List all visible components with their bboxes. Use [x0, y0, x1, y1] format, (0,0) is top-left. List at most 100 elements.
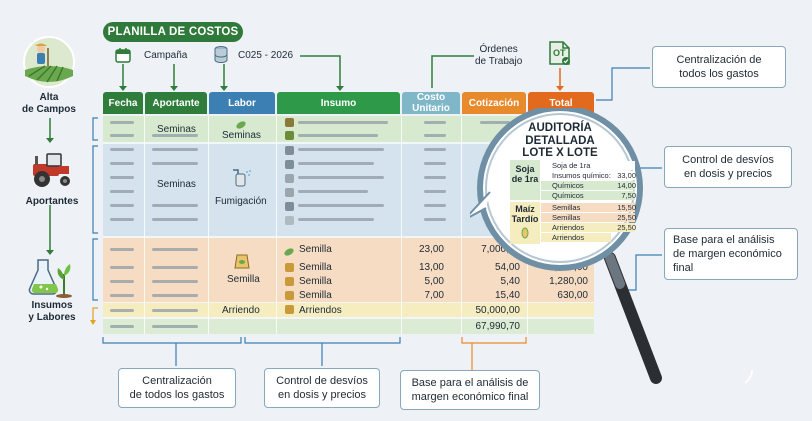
step-insumos-labores: Insumos y Labores	[28, 300, 76, 323]
placeholder-line	[298, 121, 388, 124]
placeholder-line	[110, 280, 134, 283]
audit-line	[541, 191, 635, 200]
placeholder-line	[424, 148, 446, 151]
placeholder-line	[298, 204, 384, 207]
ordenes-label: Órdenes de Trabajo	[475, 44, 523, 67]
row-arriendo	[103, 303, 594, 317]
semilla-insumo: Semilla	[299, 244, 332, 255]
audit-line-label: Arriendos	[552, 233, 585, 242]
placeholder-line	[110, 294, 134, 297]
audit-line	[541, 223, 635, 232]
building-icon	[285, 305, 294, 314]
placeholder-line	[424, 190, 446, 193]
placeholder-line	[152, 204, 198, 207]
audit-lot-soja	[510, 160, 540, 200]
placeholder-line	[110, 121, 134, 124]
placeholder-line	[152, 309, 198, 312]
step-aportantes: Aportantes	[25, 196, 79, 207]
placeholder-line	[110, 162, 134, 165]
header-insumo: Insumo	[277, 92, 400, 114]
audit-line	[541, 161, 635, 170]
audit-title: AUDITORÍA DETALLADA LOTE X LOTE	[522, 122, 598, 159]
placeholder-line	[424, 204, 446, 207]
semilla-insumo: Semilla	[299, 290, 332, 301]
placeholder-line	[152, 162, 198, 165]
jug-icon	[285, 202, 294, 211]
placeholder-line	[152, 280, 198, 283]
placeholder-line	[298, 176, 384, 179]
seed-bag-icon	[285, 277, 294, 286]
farmer-field-icon	[23, 36, 75, 88]
fumigacion-labor: Fumigación	[215, 196, 267, 207]
semilla-cotizacion: 54,00	[494, 262, 520, 273]
semilla-costo: 23,00	[418, 244, 444, 255]
calendar-icon	[115, 47, 131, 63]
seed-bag-icon	[285, 263, 294, 272]
bottle-icon	[285, 131, 294, 140]
tractor-icon	[29, 150, 73, 188]
col-sep	[144, 116, 145, 334]
semilla-total: 630,00	[557, 290, 588, 301]
database-icon	[214, 46, 228, 64]
placeholder-line	[480, 121, 510, 124]
col-sep	[208, 116, 209, 334]
audit-line-label: Semillas	[552, 213, 581, 222]
col-sep	[401, 116, 402, 334]
seed-bag-icon	[235, 117, 247, 135]
callout-centralizacion-right: Centralización de todos los gastos	[652, 46, 786, 88]
arriendo-cotizacion: 50,000,00	[475, 305, 521, 316]
seed-bag-icon	[233, 252, 251, 275]
bottle-icon	[285, 118, 294, 127]
placeholder-line	[152, 218, 198, 221]
placeholder-line	[424, 176, 446, 179]
row-total	[103, 319, 594, 334]
placeholder-line	[110, 309, 134, 312]
campaign-value: C025 - 2026	[238, 50, 294, 61]
placeholder-line	[298, 134, 378, 137]
placeholder-line	[424, 218, 446, 221]
placeholder-line	[110, 325, 134, 328]
step-alta-campos: Alta de Campos	[22, 92, 76, 115]
semilla-costo: 13,00	[418, 262, 444, 273]
audit-line-value: 25,50	[617, 223, 636, 232]
placeholder-line	[110, 266, 134, 269]
page-title: PLANILLA DE COSTOS	[103, 22, 243, 42]
placeholder-line	[110, 148, 134, 151]
arriendo-labor: Arriendo	[222, 305, 260, 316]
placeholder-line	[152, 248, 198, 251]
sprayer-icon	[230, 168, 252, 193]
audit-lot-name: Maíz Tardío	[511, 204, 539, 224]
audit-line-value: 15,50	[617, 203, 636, 212]
semilla-total: 1,280,00	[549, 276, 588, 287]
audit-line-value: 7,50	[621, 191, 636, 200]
placeholder-line	[152, 325, 198, 328]
placeholder-line	[152, 266, 198, 269]
semilla-labor: Semilla	[227, 274, 260, 285]
placeholder-line	[110, 204, 134, 207]
audit-line-label: Insumos químico:	[552, 171, 611, 180]
audit-line	[541, 203, 635, 212]
placeholder-line	[110, 218, 134, 221]
document-icon	[546, 40, 572, 66]
placeholder-line	[424, 134, 446, 137]
callout-control-desvios-right: Control de desvíos en dosis y precios	[664, 146, 792, 188]
callout-base-analisis-right: Base para el análisis de margen económic…	[664, 228, 798, 280]
audit-line-label: Químicos	[552, 191, 584, 200]
placeholder-line	[152, 148, 198, 151]
col-sep	[276, 116, 277, 334]
placeholder-line	[110, 176, 134, 179]
header-fecha: Fecha	[103, 92, 143, 114]
ot-badge: OT	[553, 48, 566, 58]
seminas-labor: Seminas	[222, 130, 261, 141]
semilla-icon	[283, 244, 295, 262]
placeholder-line	[424, 121, 446, 124]
audit-line-value: 25,50	[617, 213, 636, 222]
placeholder-line	[110, 248, 134, 251]
audit-line	[541, 171, 635, 180]
callout-control-desvios-bottom: Control de desvíos en dosis y precios	[264, 368, 380, 408]
audit-line-value: 14,00	[617, 181, 636, 190]
aportantes-label: Seminas	[157, 179, 196, 190]
semilla-cotizacion: 15,40	[494, 290, 520, 301]
flask-plant-icon	[28, 256, 74, 298]
audit-line-label: Soja de 1ra	[552, 161, 591, 170]
